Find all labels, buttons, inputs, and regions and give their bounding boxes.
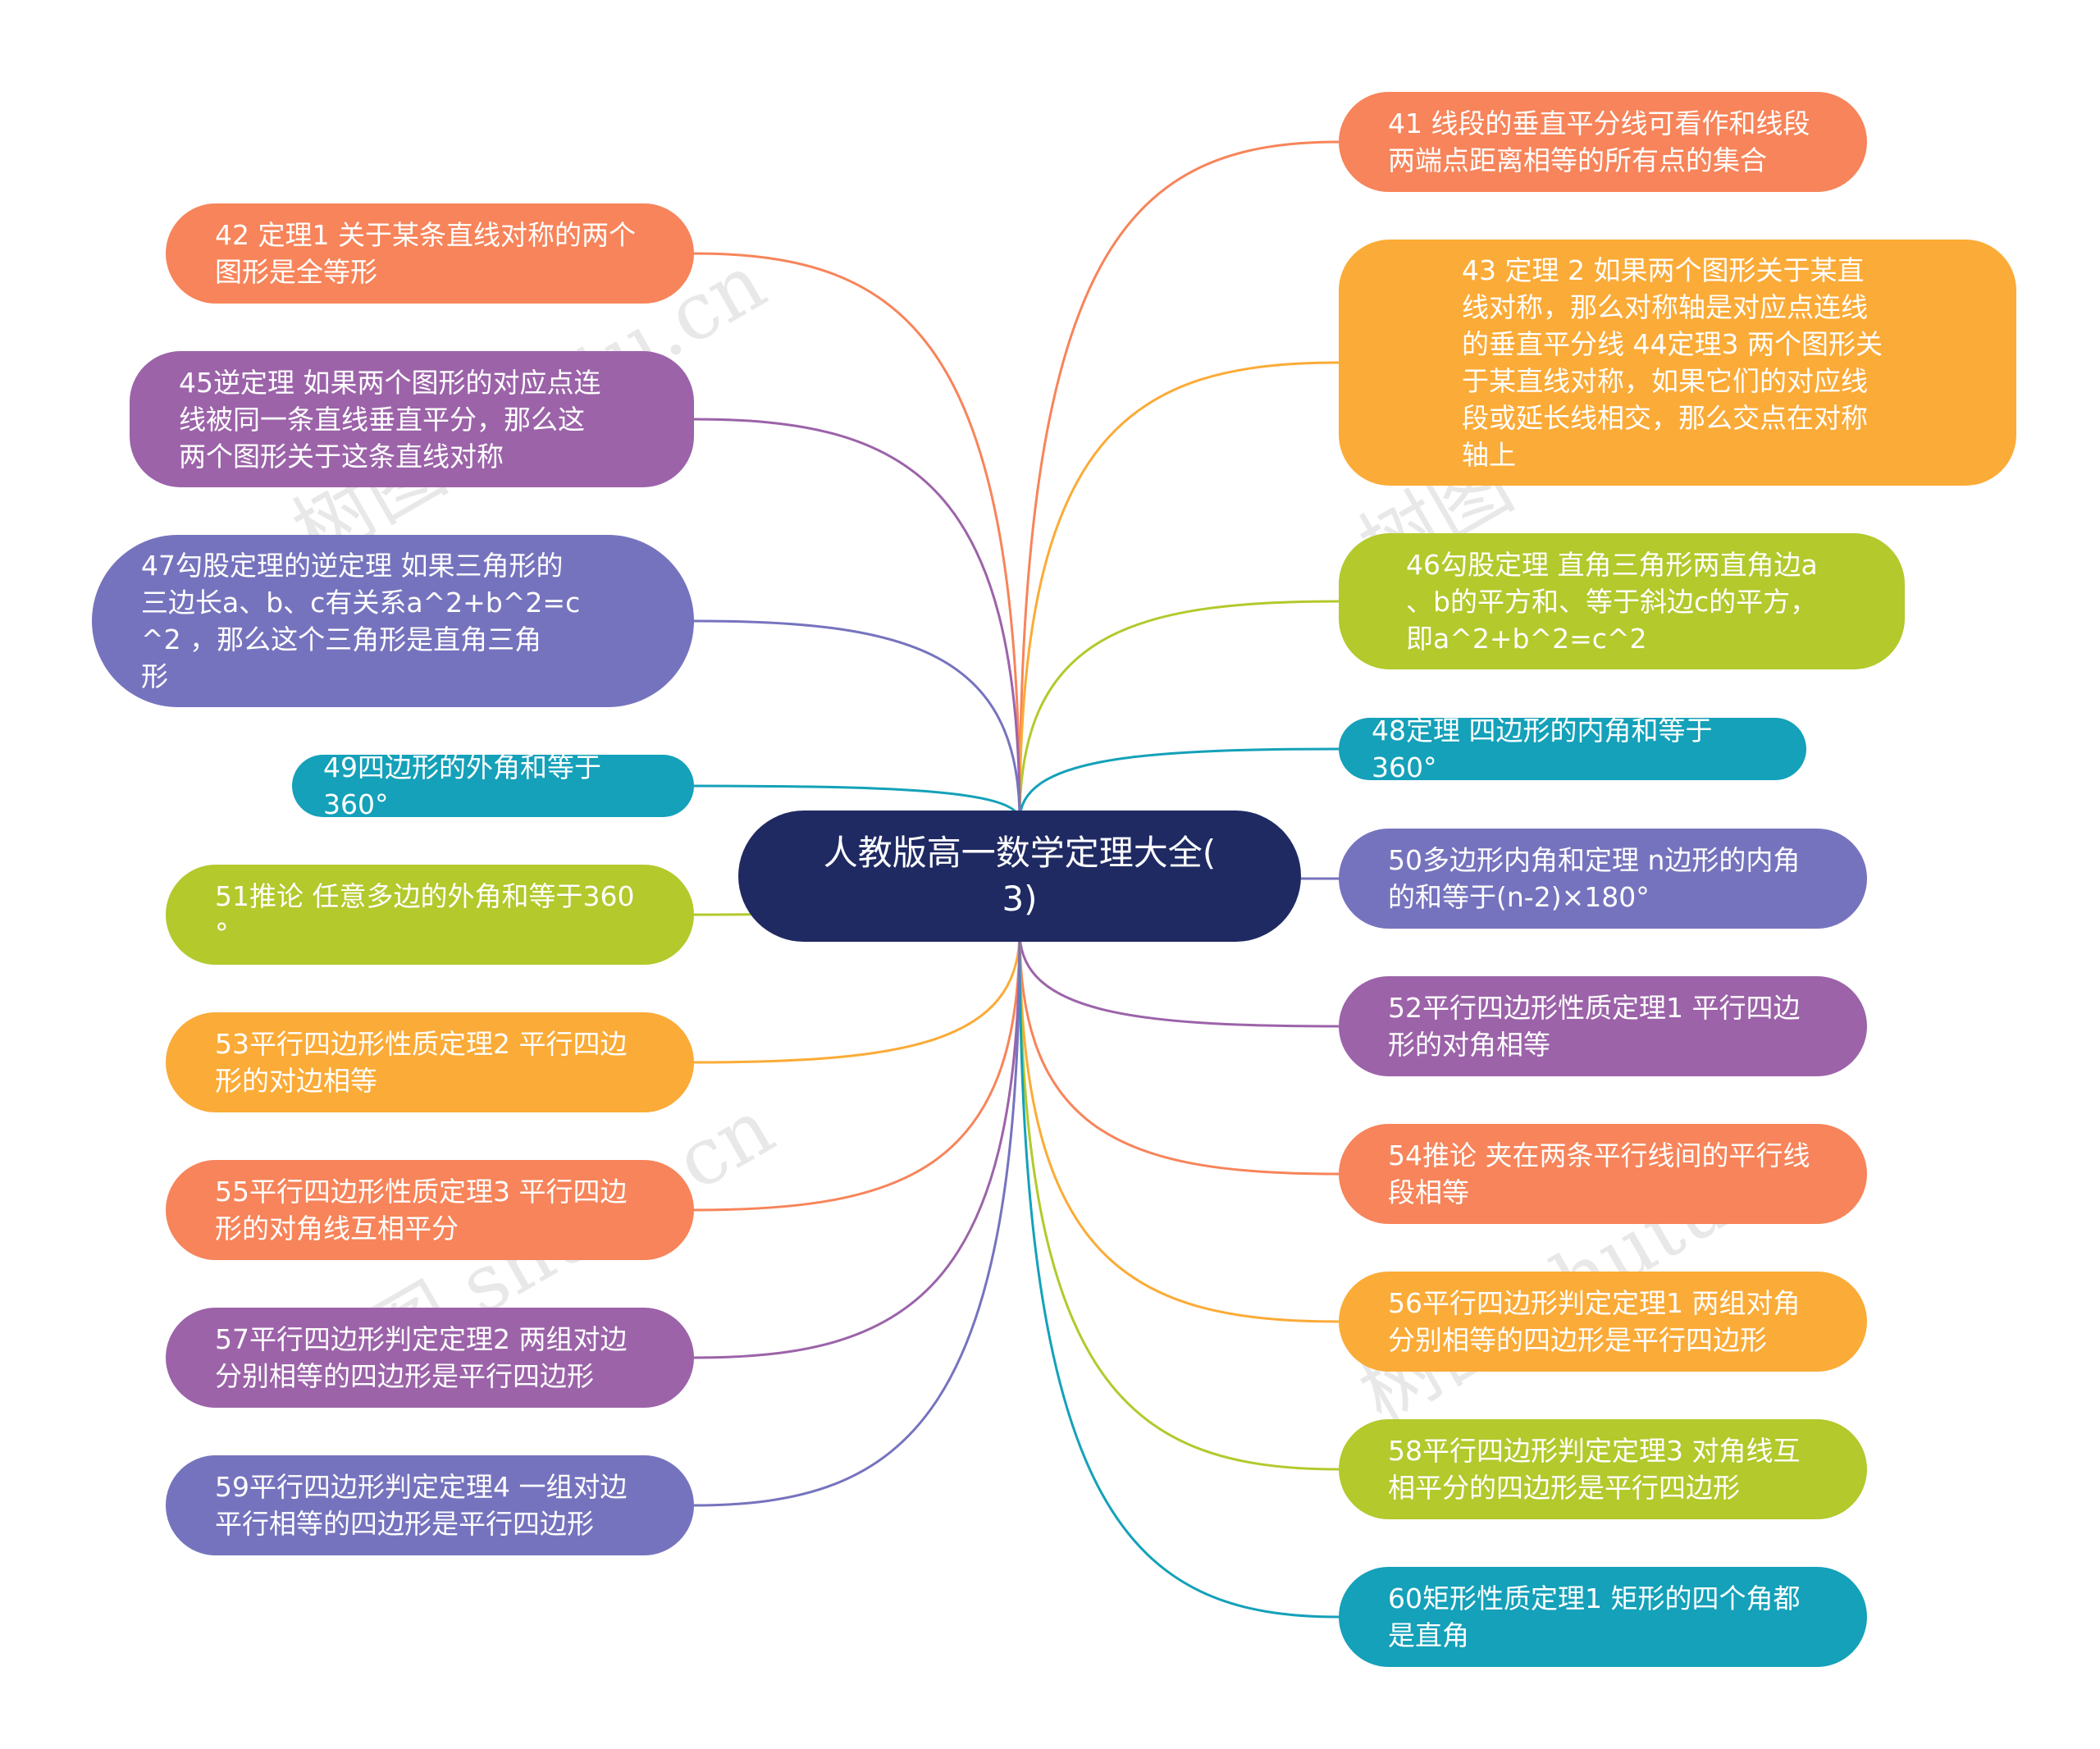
topic-node-59[interactable]: 59平行四边形判定定理4 一组对边 平行相等的四边形是平行四边形 [166, 1455, 694, 1555]
topic-label: 54推论 夹在两条平行线间的平行线 段相等 [1388, 1139, 1810, 1208]
topic-label: 58平行四边形判定定理3 对角线互 相平分的四边形是平行四边形 [1388, 1435, 1801, 1504]
connector-n56 [1018, 931, 1340, 1323]
topic-label: 52平行四边形性质定理1 平行四边 形的对角相等 [1388, 992, 1801, 1061]
central-topic[interactable]: 人教版高一数学定理大全( 3) [738, 811, 1301, 942]
connector-n43 [1018, 361, 1340, 821]
topic-label: 51推论 任意多边的外角和等于360 ° [215, 880, 635, 949]
connector-n49 [693, 784, 1021, 821]
connector-n58 [1018, 931, 1340, 1471]
topic-label: 46勾股定理 直角三角形两直角边a 、b的平方和、等于斜边c的平方， 即a^2+… [1406, 548, 1818, 655]
topic-node-49[interactable]: 49四边形的外角和等于360° [292, 751, 694, 820]
topic-node-48[interactable]: 48定理 四边形的内角和等于360° [1339, 715, 1806, 783]
topic-label: 50多边形内角和定理 n边形的内角 的和等于(n-2)×180° [1388, 844, 1801, 913]
topic-label: 43 定理 2 如果两个图形关于某直 线对称，那么对称轴是对应点连线 的垂直平分… [1462, 254, 1883, 471]
connector-n45 [693, 418, 1021, 821]
topic-node-47[interactable]: 47勾股定理的逆定理 如果三角形的 三边长a、b、c有关系a^2+b^2=c ^… [92, 535, 694, 707]
connector-n53 [693, 931, 1021, 1064]
connector-n42 [693, 252, 1021, 821]
central-topic-label: 人教版高一数学定理大全( 3) [823, 833, 1217, 919]
topic-label: 59平行四边形判定定理4 一组对边 平行相等的四边形是平行四边形 [215, 1471, 628, 1540]
topic-node-60[interactable]: 60矩形性质定理1 矩形的四个角都 是直角 [1339, 1567, 1867, 1667]
topic-label: 49四边形的外角和等于360° [323, 751, 601, 820]
topic-label: 41 线段的垂直平分线可看作和线段 两端点距离相等的所有点的集合 [1388, 107, 1810, 176]
topic-node-41[interactable]: 41 线段的垂直平分线可看作和线段 两端点距离相等的所有点的集合 [1339, 92, 1867, 192]
topic-node-57[interactable]: 57平行四边形判定定理2 两组对边 分别相等的四边形是平行四边形 [166, 1308, 694, 1408]
topic-label: 55平行四边形性质定理3 平行四边 形的对角线互相平分 [215, 1176, 628, 1244]
topic-node-52[interactable]: 52平行四边形性质定理1 平行四边 形的对角相等 [1339, 976, 1867, 1076]
topic-node-58[interactable]: 58平行四边形判定定理3 对角线互 相平分的四边形是平行四边形 [1339, 1419, 1867, 1519]
topic-label: 45逆定理 如果两个图形的对应点连 线被同一条直线垂直平分，那么这 两个图形关于… [179, 366, 601, 473]
topic-node-54[interactable]: 54推论 夹在两条平行线间的平行线 段相等 [1339, 1124, 1867, 1224]
topic-node-42[interactable]: 42 定理1 关于某条直线对称的两个 图形是全等形 [166, 203, 694, 304]
topic-node-50[interactable]: 50多边形内角和定理 n边形的内角 的和等于(n-2)×180° [1339, 829, 1867, 929]
connector-n60 [1018, 931, 1340, 1619]
connector-n59 [693, 931, 1021, 1507]
topic-label: 60矩形性质定理1 矩形的四个角都 是直角 [1388, 1582, 1801, 1651]
topic-node-43[interactable]: 43 定理 2 如果两个图形关于某直 线对称，那么对称轴是对应点连线 的垂直平分… [1339, 240, 2016, 486]
connector-n41 [1018, 140, 1340, 821]
topic-label: 53平行四边形性质定理2 平行四边 形的对边相等 [215, 1028, 628, 1097]
connector-n55 [693, 931, 1021, 1212]
connector-n46 [1018, 600, 1340, 821]
topic-label: 42 定理1 关于某条直线对称的两个 图形是全等形 [215, 219, 636, 288]
topic-label: 47勾股定理的逆定理 如果三角形的 三边长a、b、c有关系a^2+b^2=c ^… [141, 550, 581, 692]
topic-node-56[interactable]: 56平行四边形判定定理1 两组对角 分别相等的四边形是平行四边形 [1339, 1272, 1867, 1372]
topic-label: 48定理 四边形的内角和等于360° [1372, 715, 1713, 783]
topic-label: 57平行四边形判定定理2 两组对边 分别相等的四边形是平行四边形 [215, 1323, 628, 1392]
topic-node-55[interactable]: 55平行四边形性质定理3 平行四边 形的对角线互相平分 [166, 1160, 694, 1260]
topic-node-45[interactable]: 45逆定理 如果两个图形的对应点连 线被同一条直线垂直平分，那么这 两个图形关于… [130, 351, 694, 487]
topic-node-46[interactable]: 46勾股定理 直角三角形两直角边a 、b的平方和、等于斜边c的平方， 即a^2+… [1339, 533, 1905, 669]
connector-n48 [1018, 747, 1340, 821]
topic-node-53[interactable]: 53平行四边形性质定理2 平行四边 形的对边相等 [166, 1012, 694, 1112]
connector-n47 [693, 619, 1021, 821]
connector-n54 [1018, 931, 1340, 1176]
connector-n52 [1018, 931, 1340, 1028]
topic-label: 56平行四边形判定定理1 两组对角 分别相等的四边形是平行四边形 [1388, 1287, 1801, 1356]
connector-n57 [693, 931, 1021, 1359]
topic-node-51[interactable]: 51推论 任意多边的外角和等于360 ° [166, 865, 694, 965]
